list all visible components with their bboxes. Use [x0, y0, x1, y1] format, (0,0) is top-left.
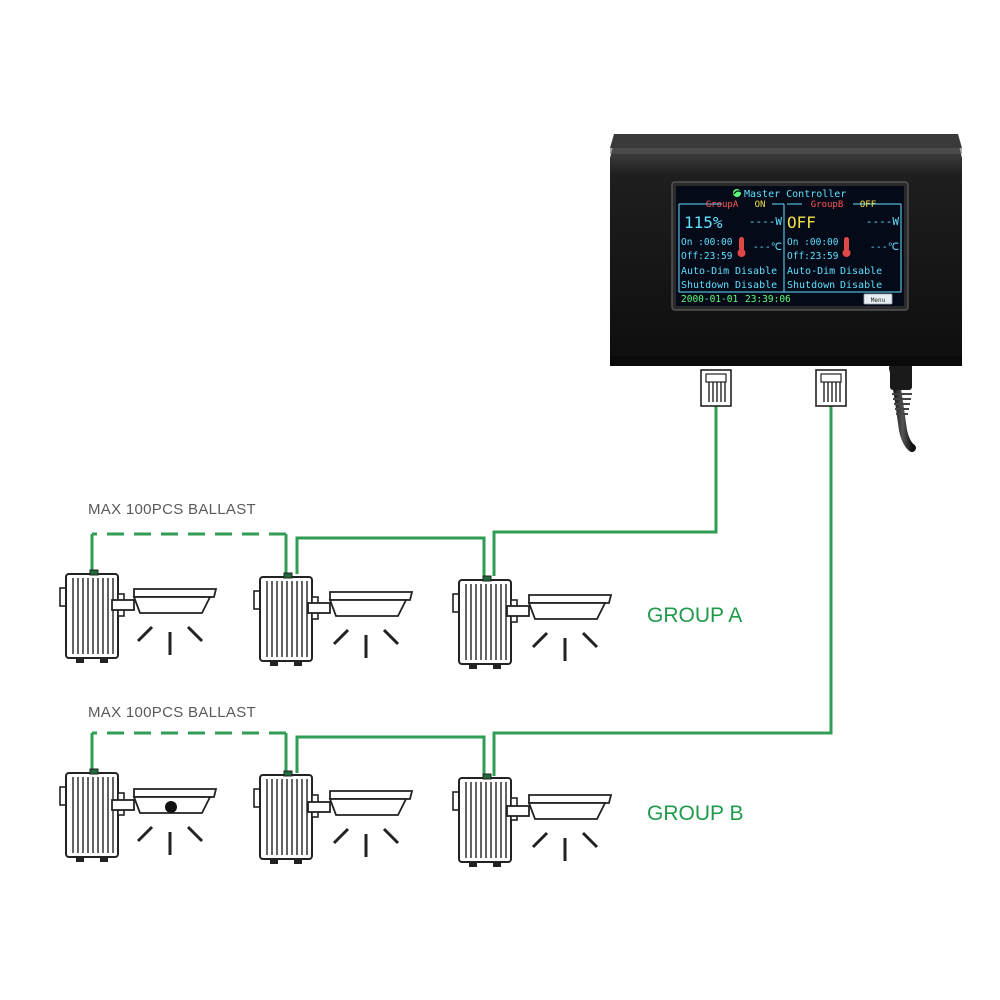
max-ballast-label-b: MAX 100PCS BALLAST	[88, 704, 256, 721]
group-b-shutdown-label: Shutdown	[787, 280, 835, 291]
ballast-icon	[452, 575, 518, 670]
screen-time: 23:39:06	[745, 294, 791, 305]
screen-date: 2000-01-01	[681, 294, 738, 305]
master-controller	[610, 134, 962, 452]
menu-button[interactable]: Menu	[863, 293, 893, 305]
lamp-fault-dot	[165, 801, 177, 813]
thermometer-icon	[737, 237, 746, 257]
group-b-label: GROUP B	[647, 802, 743, 825]
group-a-name: GroupA	[706, 200, 739, 210]
group-a-shutdown-label: Shutdown	[681, 280, 729, 291]
group-b-watts: ----W	[866, 215, 899, 228]
group-a-autodim-label: Auto-Dim	[681, 266, 729, 277]
menu-button-label: Menu	[871, 297, 886, 304]
controller-screen: Master Controller GroupA ON 115% ----W O…	[678, 189, 902, 305]
wires-group-b	[90, 404, 833, 776]
group-b-shutdown-value: Disable	[840, 280, 882, 291]
leaf-icon	[733, 189, 742, 197]
wires-group-a	[90, 404, 718, 576]
max-ballast-label-a: MAX 100PCS BALLAST	[88, 501, 256, 518]
rj-connector-icon	[700, 369, 732, 407]
ballast-icon	[59, 569, 125, 664]
group-a-power: 115%	[684, 213, 723, 232]
group-b-autodim-label: Auto-Dim	[787, 266, 835, 277]
group-b-autodim-value: Disable	[840, 266, 882, 277]
power-cable	[892, 393, 912, 415]
group-b-off-time: Off:23:59	[787, 251, 839, 262]
group-a-autodim-value: Disable	[735, 266, 777, 277]
lamp-icon	[110, 787, 218, 857]
group-a-shutdown-value: Disable	[735, 280, 777, 291]
lamp-icon	[306, 590, 414, 660]
group-b-power: OFF	[787, 213, 816, 232]
lamp-icon	[110, 587, 218, 657]
ballast-icon	[452, 773, 518, 868]
group-b-name: GroupB	[811, 200, 844, 210]
group-a-on-time: On :00:00	[681, 237, 733, 248]
screen-header: Master Controller	[744, 189, 846, 200]
group-b-status: OFF	[860, 200, 876, 210]
lamp-icon	[306, 789, 414, 859]
lamp-icon	[505, 593, 613, 663]
group-b-temp: ---℃	[870, 242, 899, 253]
group-a-off-time: Off:23:59	[681, 251, 733, 262]
rj-connector-icon	[815, 369, 847, 407]
thermometer-icon	[842, 237, 851, 257]
group-a-watts: ----W	[749, 215, 782, 228]
group-b-on-time: On :00:00	[787, 237, 839, 248]
group-a-temp: ---℃	[753, 242, 782, 253]
lamp-icon	[505, 793, 613, 863]
group-a-label: GROUP A	[647, 604, 742, 627]
ballast-icon	[253, 572, 319, 667]
group-a-status: ON	[755, 200, 766, 210]
ballast-icon	[253, 770, 319, 865]
ballast-icon	[59, 768, 125, 863]
